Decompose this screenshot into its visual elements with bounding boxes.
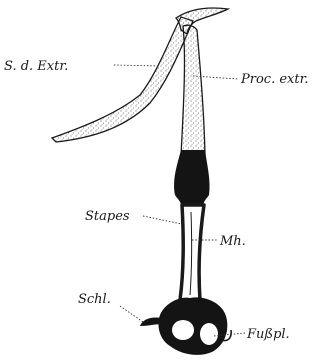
label-sd-extr: S. d. Extr. [4,60,68,73]
leader-schl [120,306,143,322]
leader-stapes [143,216,182,224]
label-mh: Mh. [220,235,246,248]
label-stapes: Stapes [85,210,130,223]
proc-extr-column [181,25,205,155]
ossified-zone [174,150,209,210]
label-fussplatte: Fußpl. [247,328,290,341]
extrastapedial-band [52,17,193,142]
label-proc-extr: Proc. extr. [241,73,309,86]
footplate-hole-left [172,320,194,340]
label-schl: Schl. [78,293,111,306]
footplate-hole-right [200,323,218,345]
leader-sd-extr [114,65,160,66]
